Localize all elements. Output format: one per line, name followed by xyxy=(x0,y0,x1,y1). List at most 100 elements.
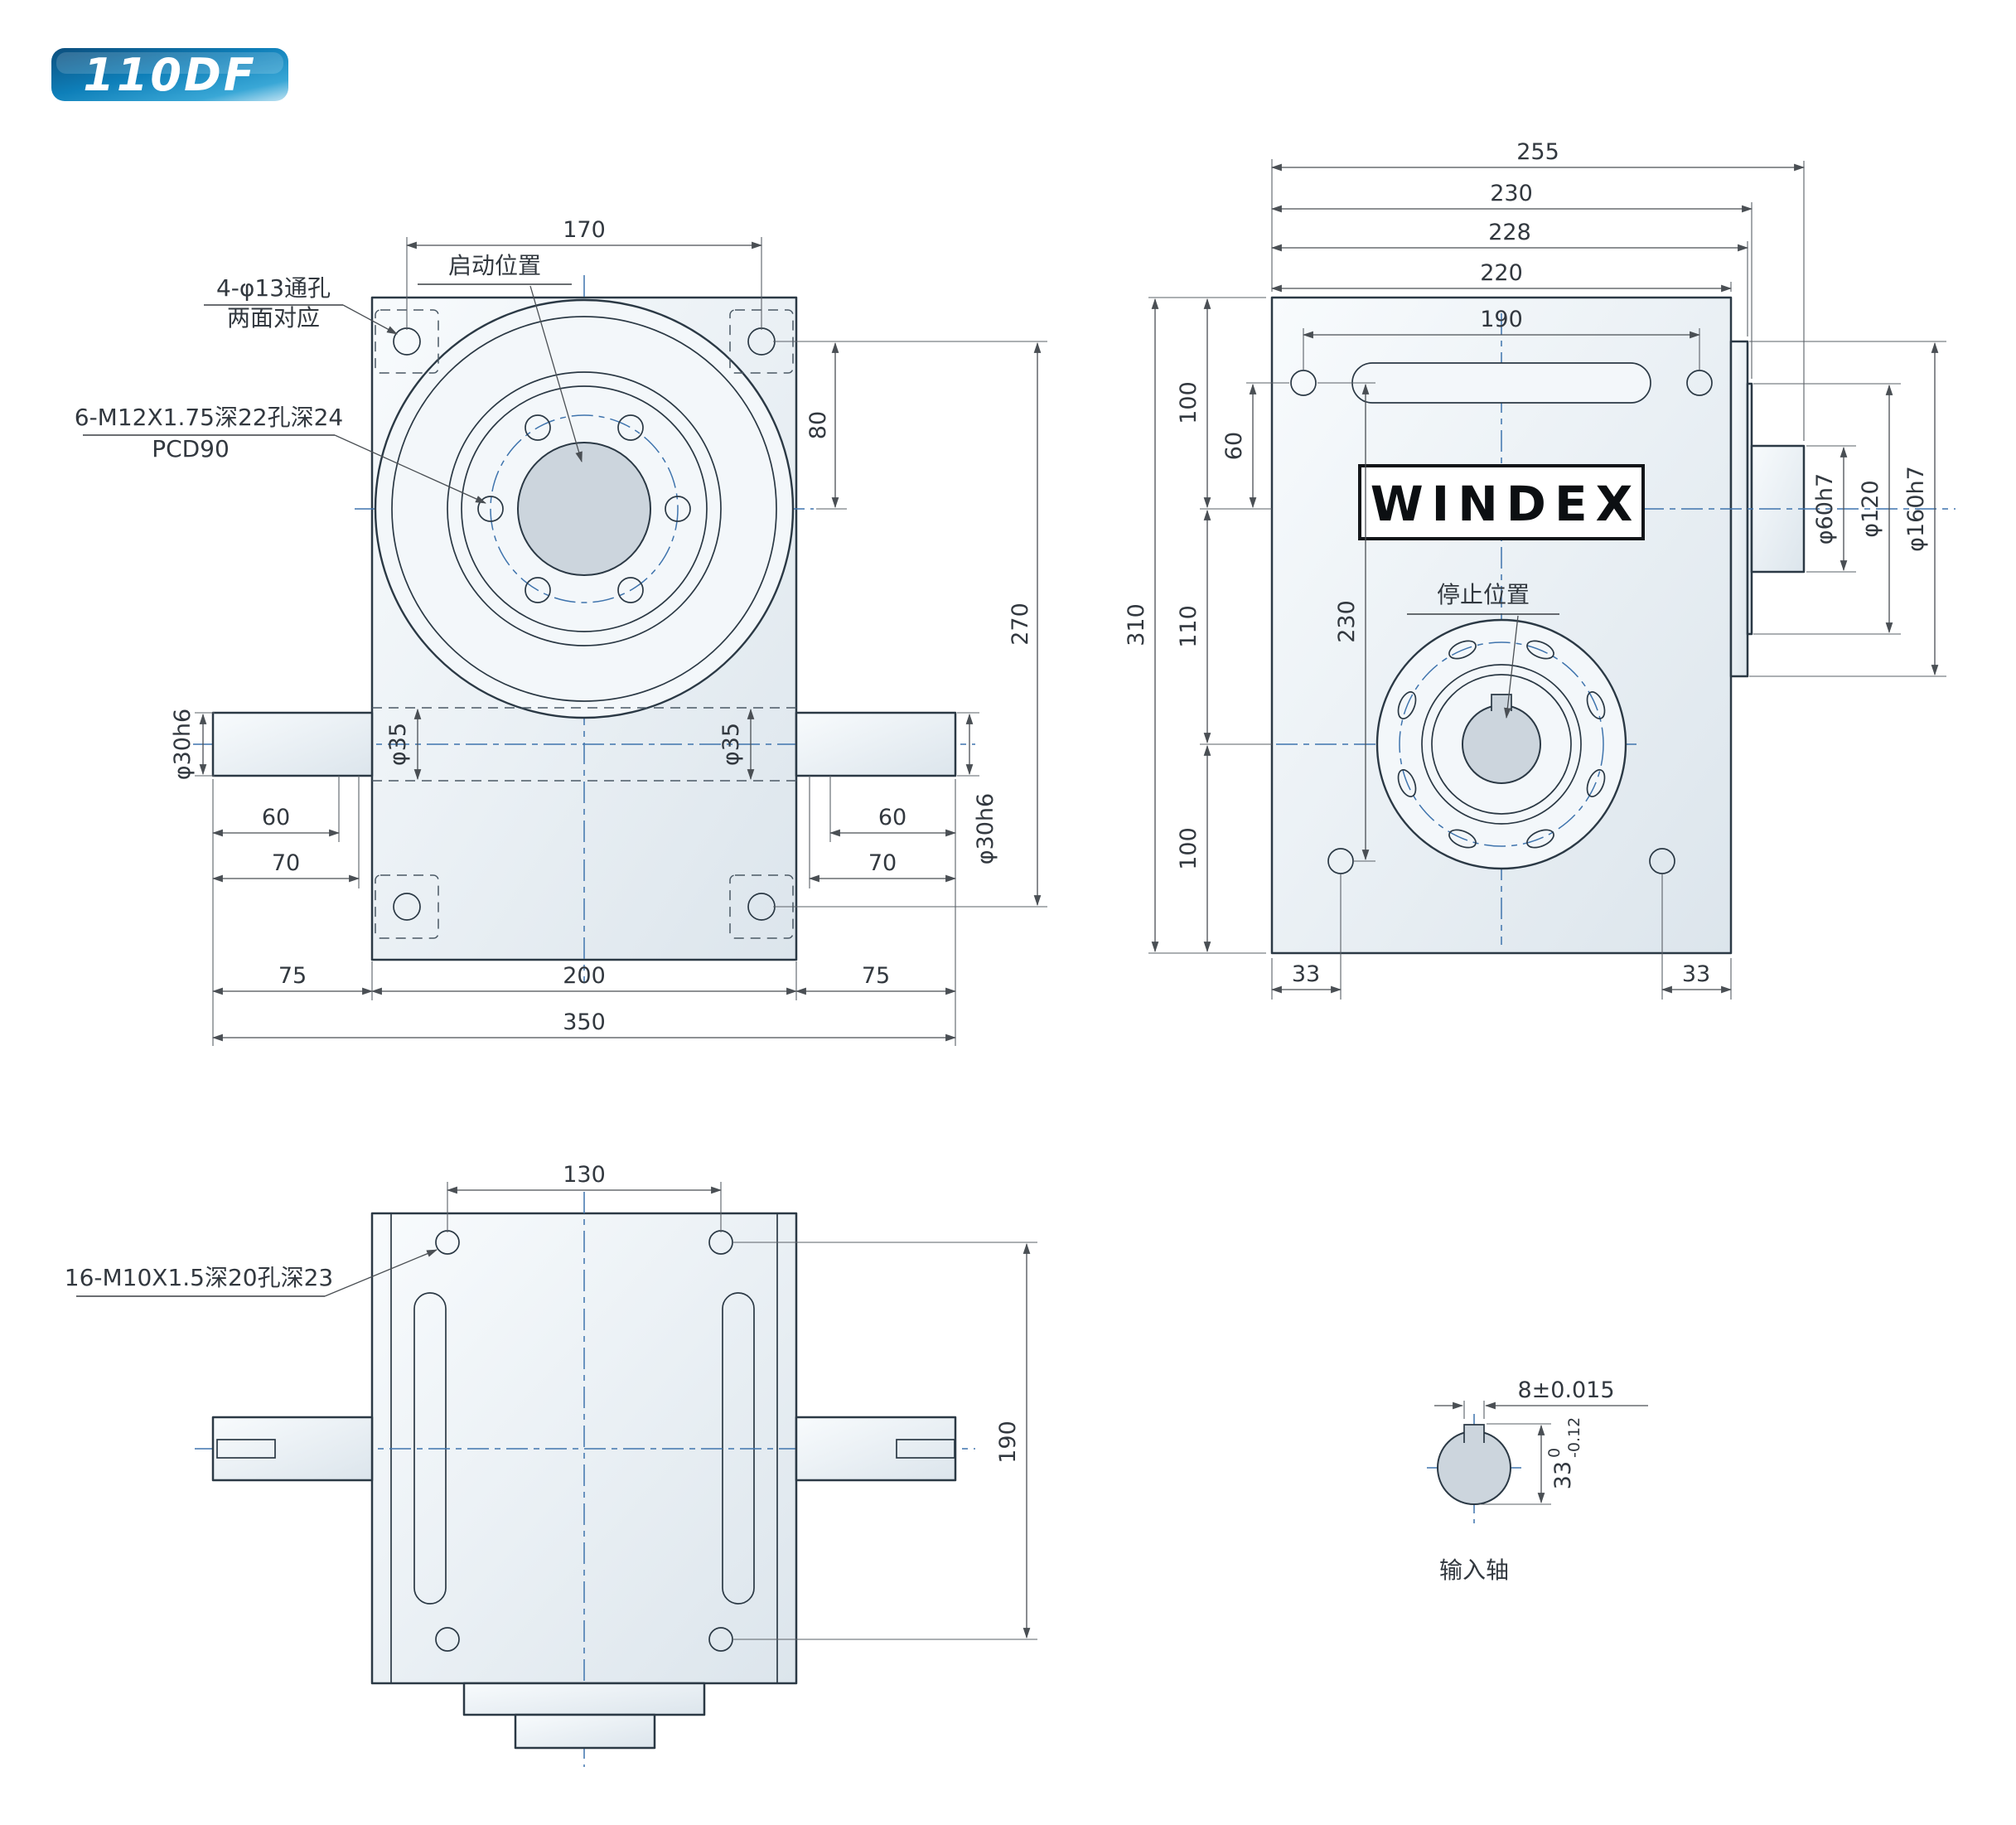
label-tapped-holes: 16-M10X1.5深20孔深23 xyxy=(65,1264,334,1291)
front-bolt-holes xyxy=(477,414,691,603)
brand-plate: WINDEX xyxy=(1358,464,1645,540)
hub-ring xyxy=(1421,664,1582,825)
dim-overhang-left: 75 xyxy=(278,963,307,989)
bottom-input-boss xyxy=(462,1682,706,1750)
dim-shaft-dia-right: φ30h6 xyxy=(973,793,998,864)
dim-top-hole-span: 170 xyxy=(563,217,606,243)
dim-output-axis-to-bottom: 100 xyxy=(1176,827,1201,870)
hub-boss-circle xyxy=(447,371,722,646)
input-boss-step2 xyxy=(514,1713,656,1750)
bolt-hole xyxy=(477,496,504,522)
side-view: WINDEX xyxy=(1124,139,1956,1000)
key-outline xyxy=(1463,1424,1485,1443)
badge-background xyxy=(51,48,288,101)
keyway-right xyxy=(896,1439,955,1459)
dim-shaft-len-left: 70 xyxy=(272,850,300,876)
side-top-slot xyxy=(1351,362,1651,404)
slot-hole xyxy=(1586,769,1606,797)
side-top-hole xyxy=(1686,370,1713,396)
side-foot-hole xyxy=(1649,848,1675,874)
slot-hole xyxy=(1397,691,1417,719)
output-shaft-left xyxy=(211,1416,374,1482)
badge-model-text: 110DF xyxy=(83,49,256,101)
bottom-output-shafts xyxy=(211,1416,957,1482)
dim-foot-hole-left: 33 xyxy=(1292,961,1320,987)
badge-gloss xyxy=(56,52,283,74)
slot-hole xyxy=(1526,829,1554,849)
detail-dimensions: 8±0.015 33 0 -0.12 xyxy=(1434,1377,1648,1504)
dim-depth-to-step: 230 xyxy=(1490,181,1533,206)
bolt-hole xyxy=(617,577,644,603)
brand-plate-frame xyxy=(1358,464,1645,540)
slot-hole xyxy=(1586,691,1606,719)
input-boss-step1 xyxy=(462,1682,706,1716)
dim-key-width: 8±0.015 xyxy=(1517,1377,1614,1403)
bottom-annotations: 16-M10X1.5深20孔深23 xyxy=(65,1249,438,1297)
dim-top-hole-span: 190 xyxy=(1480,307,1523,332)
dim-hub-dia-left: φ35 xyxy=(385,723,411,766)
dim-foot-hole-right: 33 xyxy=(1682,961,1710,987)
bottom-dimensions: 130 190 xyxy=(446,1162,1031,1639)
label-pcd: PCD90 xyxy=(152,435,230,462)
dim-hole-span-vertical: 230 xyxy=(1334,600,1360,643)
input-shaft-section xyxy=(1437,1430,1511,1505)
dim-hole-span-vertical: 270 xyxy=(1008,603,1033,646)
side-annotations: 停止位置 xyxy=(1407,581,1559,719)
slot-hole xyxy=(1448,829,1477,849)
dim-shaft-height: 33 xyxy=(1550,1461,1576,1489)
dim-hole-span-vertical: 190 xyxy=(995,1421,1021,1464)
bolt-circle-pcd90 xyxy=(490,414,679,603)
front-dimensions: 170 80 270 φ30h6 φ35 φ35 60 70 60 70 φ30… xyxy=(170,217,1042,1042)
bolt-hole xyxy=(525,414,551,441)
front-output-shafts xyxy=(211,707,957,782)
label-stop-position: 停止位置 xyxy=(1437,581,1530,608)
front-output-flange xyxy=(374,298,795,719)
dim-body-width: 200 xyxy=(563,963,606,989)
bolt-hole xyxy=(525,577,551,603)
center-bore xyxy=(517,442,651,576)
dim-input-to-output-axis: 110 xyxy=(1176,605,1201,648)
dim-tol-upper: 0 xyxy=(1545,1448,1564,1458)
front-annotations: 启动位置 4-φ13通孔 两面对应 6-M12X1.75深22孔深24 PCD9… xyxy=(75,252,583,504)
dim-input-shaft-dia: φ60h7 xyxy=(1812,473,1838,545)
dim-shaft-step-left: 60 xyxy=(262,805,290,830)
dim-overhang-right: 75 xyxy=(862,963,890,989)
dim-depth-to-flange: 228 xyxy=(1488,220,1531,245)
dim-body-height: 310 xyxy=(1124,603,1149,646)
dim-top-to-center: 80 xyxy=(805,411,831,439)
detail-extension-lines xyxy=(1463,1401,1551,1505)
tapped-hole xyxy=(435,1627,460,1652)
hub-bolt-circle xyxy=(1399,641,1604,847)
dim-hole-to-input-axis: 60 xyxy=(1221,432,1247,460)
dim-shaft-dia-left: φ30h6 xyxy=(170,709,196,780)
dim-hub-dia-right: φ35 xyxy=(718,723,744,766)
hub-keyway xyxy=(1491,694,1512,711)
output-shaft-right xyxy=(795,711,957,777)
dim-total-width: 350 xyxy=(563,1009,606,1035)
dim-body-depth: 220 xyxy=(1480,260,1523,286)
side-dimensions: 255 230 228 220 190 310 100 110 100 60 2… xyxy=(1124,139,1939,994)
label-start-position: 启动位置 xyxy=(448,252,541,279)
mount-pad xyxy=(375,874,439,939)
front-extension-lines xyxy=(195,237,1047,1046)
flange-inner-circle xyxy=(391,316,777,702)
hub-step-circle xyxy=(461,385,708,632)
hub-ring-inner xyxy=(1431,674,1572,815)
hub-bore xyxy=(1462,704,1541,784)
label-tapped-holes: 6-M12X1.75深22孔深24 xyxy=(75,404,344,431)
dim-shaft-step-right: 60 xyxy=(878,805,906,830)
dim-total-depth: 255 xyxy=(1516,139,1559,165)
side-output-hub xyxy=(1375,618,1627,870)
label-input-shaft: 输入轴 xyxy=(1439,1556,1509,1584)
dim-tol-lower: -0.12 xyxy=(1565,1417,1583,1458)
side-top-hole xyxy=(1290,370,1317,396)
dim-shaft-len-right: 70 xyxy=(868,850,897,876)
label-corner-holes-2: 两面对应 xyxy=(227,304,320,332)
hub-keyway-fill xyxy=(1491,695,1511,711)
corner-hole xyxy=(393,893,421,921)
side-extension-lines xyxy=(1148,159,1946,1000)
dim-flange-dia: φ160h7 xyxy=(1903,466,1929,552)
dim-hole-span-horizontal: 130 xyxy=(563,1162,606,1188)
